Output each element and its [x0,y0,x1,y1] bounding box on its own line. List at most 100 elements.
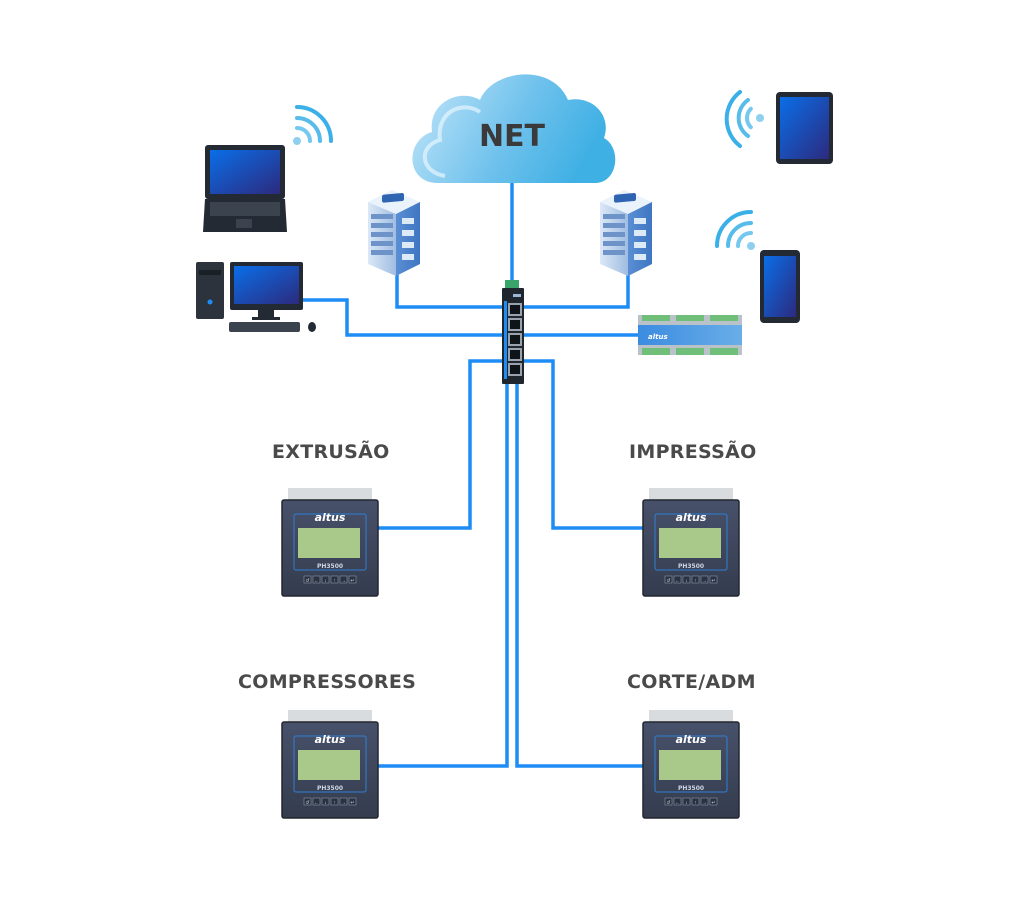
panel-key-glyph: ↵ [350,800,354,806]
panel-key-glyph: ↺ [305,578,309,584]
panel-label-corte-adm: CORTE/ADM [627,671,756,693]
panel-lcd-screen [659,528,721,558]
link-corte-adm [515,383,643,768]
panel-key-button[interactable] [682,797,691,806]
panel-label-extrusao: EXTRUSÃO [272,441,390,463]
panel-key-button[interactable] [303,575,312,584]
panel-key-button[interactable] [691,575,700,584]
panel-key-glyph: ← [675,800,680,806]
panel-key-glyph: ← [314,578,319,584]
panel-key-button[interactable] [709,575,718,584]
panel-key-glyph: → [702,578,707,584]
panel-lcd-screen [298,528,360,558]
link-server-right [524,270,630,309]
smartphone-icon [760,250,800,323]
link-server-left [395,270,502,309]
cloud-icon: NET [412,74,616,183]
panel-key-glyph: ↓ [324,578,327,584]
panels-group: altusPH3500↺←↓↑→↵altusPH3500↺←↓↑→↵altusP… [281,488,740,819]
panel-key-button[interactable] [321,797,330,806]
network-links [302,183,643,768]
panel-key-glyph: ↑ [333,578,336,584]
panel-housing [649,710,733,724]
panel-key-button[interactable] [673,797,682,806]
panel-key-glyph: ↵ [711,800,715,806]
panel-housing [288,710,372,724]
panel-key-glyph: ↓ [685,578,688,584]
panel-brand-logo: altus [676,511,707,524]
panel-key-glyph: ↑ [694,578,697,584]
panel-housing [288,488,372,502]
panel-key-button[interactable] [348,575,357,584]
link-compressores [378,383,509,768]
link-extrusao [378,359,502,530]
panel-key-button[interactable] [691,797,700,806]
panel-key-glyph: ↵ [350,578,354,584]
panel-key-button[interactable] [709,797,718,806]
panel-key-button[interactable] [312,575,321,584]
panel-key-glyph: → [341,578,346,584]
panel-key-button[interactable] [664,797,673,806]
desktop-computer-icon [196,262,316,332]
plc-brand: altus [648,333,668,341]
panel-key-button[interactable] [682,575,691,584]
link-impressao [524,359,643,530]
panel-key-glyph: ↺ [666,800,670,806]
panel-frame [654,735,728,793]
panel-key-button[interactable] [664,575,673,584]
panel-key-glyph: ↺ [666,578,670,584]
tablet-wifi-icon [724,90,764,148]
panel-frame [293,513,367,571]
laptop-wifi-icon [293,105,333,145]
panel-key-glyph: ↺ [305,800,309,806]
panel-key-button[interactable] [700,575,709,584]
panel-key-glyph: → [702,800,707,806]
panel-brand-logo: altus [315,733,346,746]
panel-label-impressao: IMPRESSÃO [629,441,757,463]
panel-key-glyph: ↑ [694,800,697,806]
panel-key-glyph: ↵ [711,578,715,584]
plc-controller-icon: altus [638,315,742,355]
panel-key-glyph: ↑ [333,800,336,806]
panel-key-button[interactable] [348,797,357,806]
panel-model: PH3500 [317,563,343,570]
panel-key-glyph: ↓ [685,800,688,806]
panel-key-glyph: ← [675,578,680,584]
panel-model: PH3500 [678,563,704,570]
panel-lcd-screen [298,750,360,780]
panel-frame [293,735,367,793]
panel-lcd-screen [659,750,721,780]
server-left-icon [368,190,420,276]
panel-key-button[interactable] [303,797,312,806]
smartphone-wifi-icon [715,210,755,250]
panel-key-button[interactable] [339,575,348,584]
panel-model: PH3500 [317,785,343,792]
switch-ports [504,301,522,379]
panel-key-glyph: ← [314,800,319,806]
panel-key-button[interactable] [312,797,321,806]
panel-key-button[interactable] [700,797,709,806]
panel-brand-logo: altus [676,733,707,746]
tablet-icon [776,92,833,164]
panel-label-compressores: COMPRESSORES [238,671,417,693]
panel-housing [649,488,733,502]
panel-key-button[interactable] [330,575,339,584]
panel-frame [654,513,728,571]
panel-key-button[interactable] [321,575,330,584]
panel-brand-logo: altus [315,511,346,524]
panel-key-button[interactable] [673,575,682,584]
ethernet-switch-icon [502,280,524,384]
link-desktop [302,298,502,337]
panel-key-button[interactable] [339,797,348,806]
cloud-label: NET [479,119,546,154]
panel-key-button[interactable] [330,797,339,806]
laptop-icon [203,145,287,232]
panel-model: PH3500 [678,785,704,792]
panel-key-glyph: → [341,800,346,806]
server-right-icon [600,190,652,276]
